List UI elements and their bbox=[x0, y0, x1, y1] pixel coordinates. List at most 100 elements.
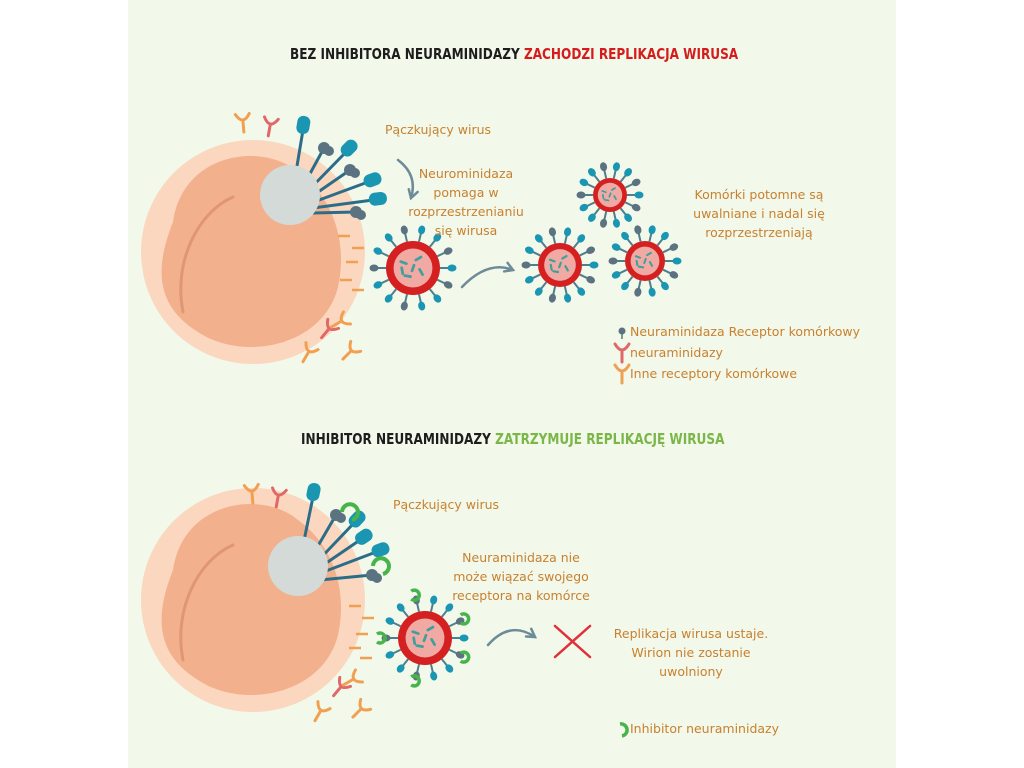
top-receptor-red bbox=[320, 317, 341, 340]
receptor-arms bbox=[242, 482, 260, 493]
rna-strand bbox=[601, 190, 607, 194]
rna-strand bbox=[399, 260, 408, 265]
virus-spike-head bbox=[587, 213, 596, 222]
top-receptor-red bbox=[262, 115, 280, 138]
rna-strand bbox=[558, 261, 562, 269]
virus-spike-head bbox=[648, 225, 656, 235]
receptor-head bbox=[350, 168, 360, 178]
bottom-receptor-red bbox=[270, 486, 288, 509]
receptor-stem bbox=[341, 678, 354, 687]
virus-spike-head bbox=[661, 281, 669, 291]
virus-spike-head bbox=[612, 162, 621, 172]
rna-strand bbox=[610, 187, 616, 191]
receptor-stem bbox=[320, 328, 330, 340]
top-heading: BEZ INHIBITORA NEURAMINIDAZY ZACHODZI RE… bbox=[290, 45, 738, 63]
top-arrow-right bbox=[460, 266, 515, 289]
virus-spike-head bbox=[396, 603, 405, 612]
virus-spike-head bbox=[564, 227, 572, 237]
bottom-arrow-right bbox=[486, 628, 537, 647]
receptor-stem bbox=[351, 708, 362, 719]
rna-strand bbox=[603, 198, 610, 202]
rna-strand bbox=[422, 633, 428, 643]
spike-stalk bbox=[319, 573, 373, 582]
cell-fold bbox=[179, 195, 235, 314]
top-receptor-orange bbox=[329, 310, 352, 329]
bottom-arrow-right-head bbox=[524, 627, 538, 639]
inhibitor-mark bbox=[459, 612, 471, 626]
cell-fold bbox=[179, 543, 235, 662]
rna-strand bbox=[552, 270, 560, 274]
virus-spike-head bbox=[384, 233, 393, 242]
infographic-canvas: BEZ INHIBITORA NEURAMINIDAZY ZACHODZI RE… bbox=[128, 0, 896, 768]
legend-item-neuraminidase-receptor: Neuraminidaza Receptor komórkowy bbox=[630, 324, 860, 339]
virus-spike-stalk bbox=[401, 609, 409, 618]
virus-spike-head bbox=[385, 651, 395, 659]
spike-stalk bbox=[312, 198, 374, 210]
virus-spike-head bbox=[369, 264, 379, 272]
receptor-arms bbox=[358, 697, 373, 712]
legend-item-inhibitor: Inhibitor neuraminidazy bbox=[630, 721, 779, 736]
spike-head bbox=[340, 139, 358, 157]
virus-spike-head bbox=[443, 281, 453, 289]
virus-spike-stalk bbox=[389, 288, 397, 297]
virus-spike-head bbox=[396, 664, 405, 673]
receptor-arms bbox=[233, 111, 251, 122]
spike-head bbox=[296, 115, 311, 135]
receptor-head bbox=[356, 210, 366, 220]
receptor-arms bbox=[325, 317, 341, 332]
receptor-head bbox=[336, 513, 346, 523]
virus-spike-head bbox=[400, 225, 408, 235]
virus-spike-head bbox=[599, 218, 608, 228]
rna-strand bbox=[418, 268, 424, 276]
virus-spike-head bbox=[634, 287, 642, 297]
inhibitor-mark bbox=[410, 588, 421, 602]
virus-spike-head bbox=[611, 243, 621, 251]
virus-spike-head bbox=[672, 257, 682, 265]
bottom-receptor-red bbox=[332, 675, 353, 698]
rna-strand bbox=[602, 194, 605, 200]
rna-strand bbox=[564, 265, 569, 272]
spike-stalk bbox=[312, 210, 357, 215]
inhibitor-mark bbox=[459, 650, 471, 664]
inhibitor-mark bbox=[340, 502, 360, 522]
top-arrow-down bbox=[396, 158, 415, 200]
virus-spike-stalk bbox=[618, 247, 628, 254]
virus-spike-head bbox=[564, 293, 572, 303]
virus-spike-head bbox=[430, 671, 438, 681]
spike-head bbox=[363, 172, 382, 188]
rna-strand bbox=[400, 266, 405, 275]
top-receptor-orange bbox=[233, 111, 251, 134]
receptor-stem bbox=[301, 351, 310, 364]
receptor-arms bbox=[351, 668, 364, 684]
spike-head bbox=[306, 482, 321, 502]
rna-strand bbox=[548, 258, 556, 263]
legend-label: Inhibitor neuraminidazy bbox=[630, 721, 780, 736]
legend-label: neuraminidazy bbox=[630, 345, 723, 360]
rna-strand bbox=[634, 255, 642, 259]
virus-spike-head bbox=[445, 664, 454, 673]
top-arrow-down-head bbox=[407, 188, 419, 201]
daughter-virus bbox=[576, 162, 644, 228]
bottom-attached-virus bbox=[375, 588, 471, 688]
virus-spike-head bbox=[589, 261, 599, 269]
virus-spike-head bbox=[443, 247, 453, 255]
virus-spike-head bbox=[384, 294, 393, 303]
daughter-virus bbox=[608, 225, 682, 297]
rna-strand bbox=[561, 254, 568, 260]
top-budding-label: Pączkujący wirus bbox=[384, 122, 492, 137]
receptor-stem bbox=[266, 124, 272, 138]
virus-spike-head bbox=[612, 218, 621, 228]
top-budding-virus-spikes bbox=[291, 115, 387, 220]
virus-spike-head bbox=[611, 271, 621, 279]
receptor-arms bbox=[316, 700, 332, 713]
virus-spike-head bbox=[661, 231, 669, 241]
rna-strand bbox=[643, 257, 647, 265]
virus-spike-stalk bbox=[579, 250, 589, 257]
bottom-receptor-orange bbox=[313, 700, 332, 723]
rna-strand bbox=[403, 274, 412, 278]
receptor-arms bbox=[262, 115, 280, 126]
top-heading-accent: ZACHODZI REPLIKACJA WIRUSA bbox=[523, 45, 739, 63]
rna-strand bbox=[637, 265, 645, 269]
rna-strand bbox=[608, 192, 612, 198]
virus-spike-head bbox=[548, 293, 556, 303]
